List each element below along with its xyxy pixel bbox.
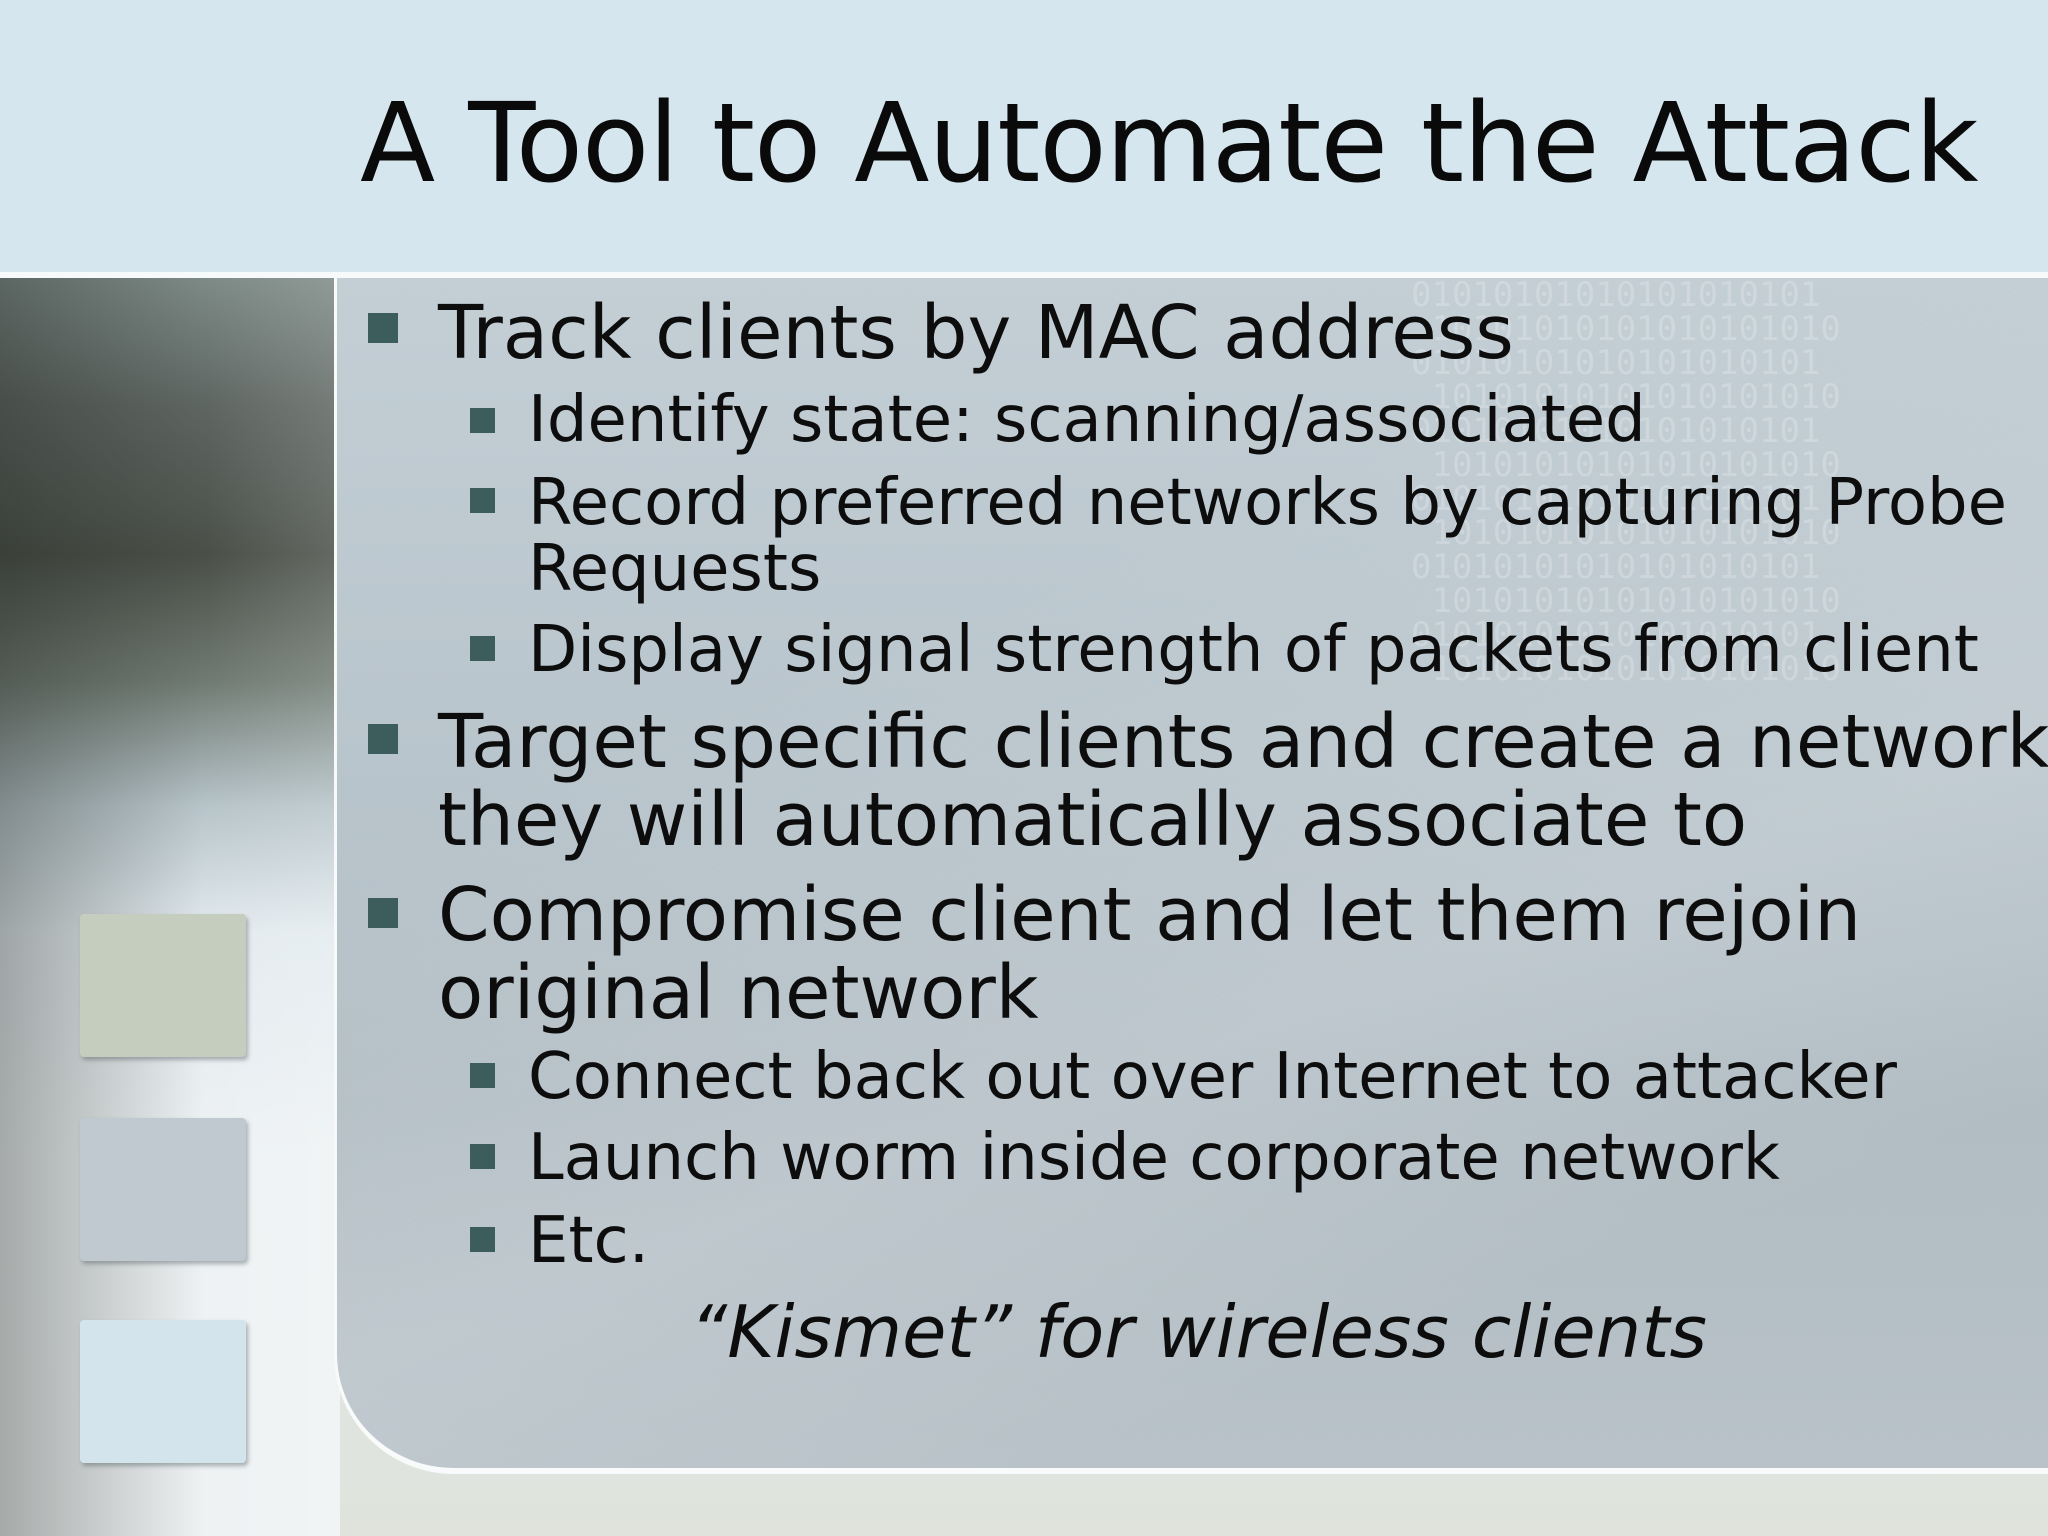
bullet-marker: [368, 313, 398, 343]
slide-tagline: “Kismet” for wireless clients: [690, 1290, 1708, 1374]
bullet-marker: [470, 1227, 495, 1252]
bullet-item: Compromise client and let them rejoin or…: [438, 876, 1861, 1032]
bullet-item: Launch worm inside corporate network: [528, 1125, 1780, 1191]
bullet-line: original network: [438, 950, 1039, 1036]
bullet-line: Compromise client and let them rejoin: [438, 872, 1862, 958]
bullet-marker: [470, 636, 495, 661]
bullet-item: Display signal strength of packets from …: [528, 617, 1979, 683]
bullet-marker: [470, 1144, 495, 1169]
bullet-item: Record preferred networks by capturing P…: [528, 470, 2007, 602]
bullet-marker: [470, 488, 495, 513]
bullet-line: Track clients by MAC address: [438, 290, 1514, 376]
slide-title: A Tool to Automate the Attack: [360, 79, 1979, 207]
bullet-line: Record preferred networks by capturing P…: [528, 466, 2007, 540]
bullet-item: Identify state: scanning/associated: [528, 387, 1646, 453]
bullet-line: they will automatically associate to: [438, 777, 1748, 863]
content-panel: 01010101010101010101 1010101010101010101…: [334, 278, 2048, 1474]
title-band: A Tool to Automate the Attack: [0, 0, 2048, 278]
bullet-line: Target specific clients and create a net…: [438, 699, 2048, 785]
decorative-square-3: [80, 1320, 246, 1463]
bullet-line: Display signal strength of packets from …: [528, 613, 1979, 687]
bullet-marker: [470, 408, 495, 433]
bullet-line: Requests: [528, 532, 822, 606]
bullet-item: Track clients by MAC address: [438, 294, 1514, 372]
bullet-line: Etc.: [528, 1204, 650, 1278]
bullet-marker: [368, 898, 398, 928]
binary-pattern-decoration: 01010101010101010101 1010101010101010101…: [1411, 278, 1841, 689]
bullet-item: Target specific clients and create a net…: [438, 703, 2048, 859]
bullet-item: Etc.: [528, 1208, 649, 1274]
bullet-line: Connect back out over Internet to attack…: [528, 1040, 1897, 1114]
bullet-item: Connect back out over Internet to attack…: [528, 1044, 1897, 1110]
bullet-line: Launch worm inside corporate network: [528, 1121, 1780, 1195]
decorative-square-1: [80, 914, 246, 1057]
bullet-line: Identify state: scanning/associated: [528, 383, 1646, 457]
left-decorative-strip: [0, 278, 340, 1536]
bullet-marker: [368, 724, 398, 754]
decorative-square-2: [80, 1118, 246, 1261]
bullet-marker: [470, 1063, 495, 1088]
